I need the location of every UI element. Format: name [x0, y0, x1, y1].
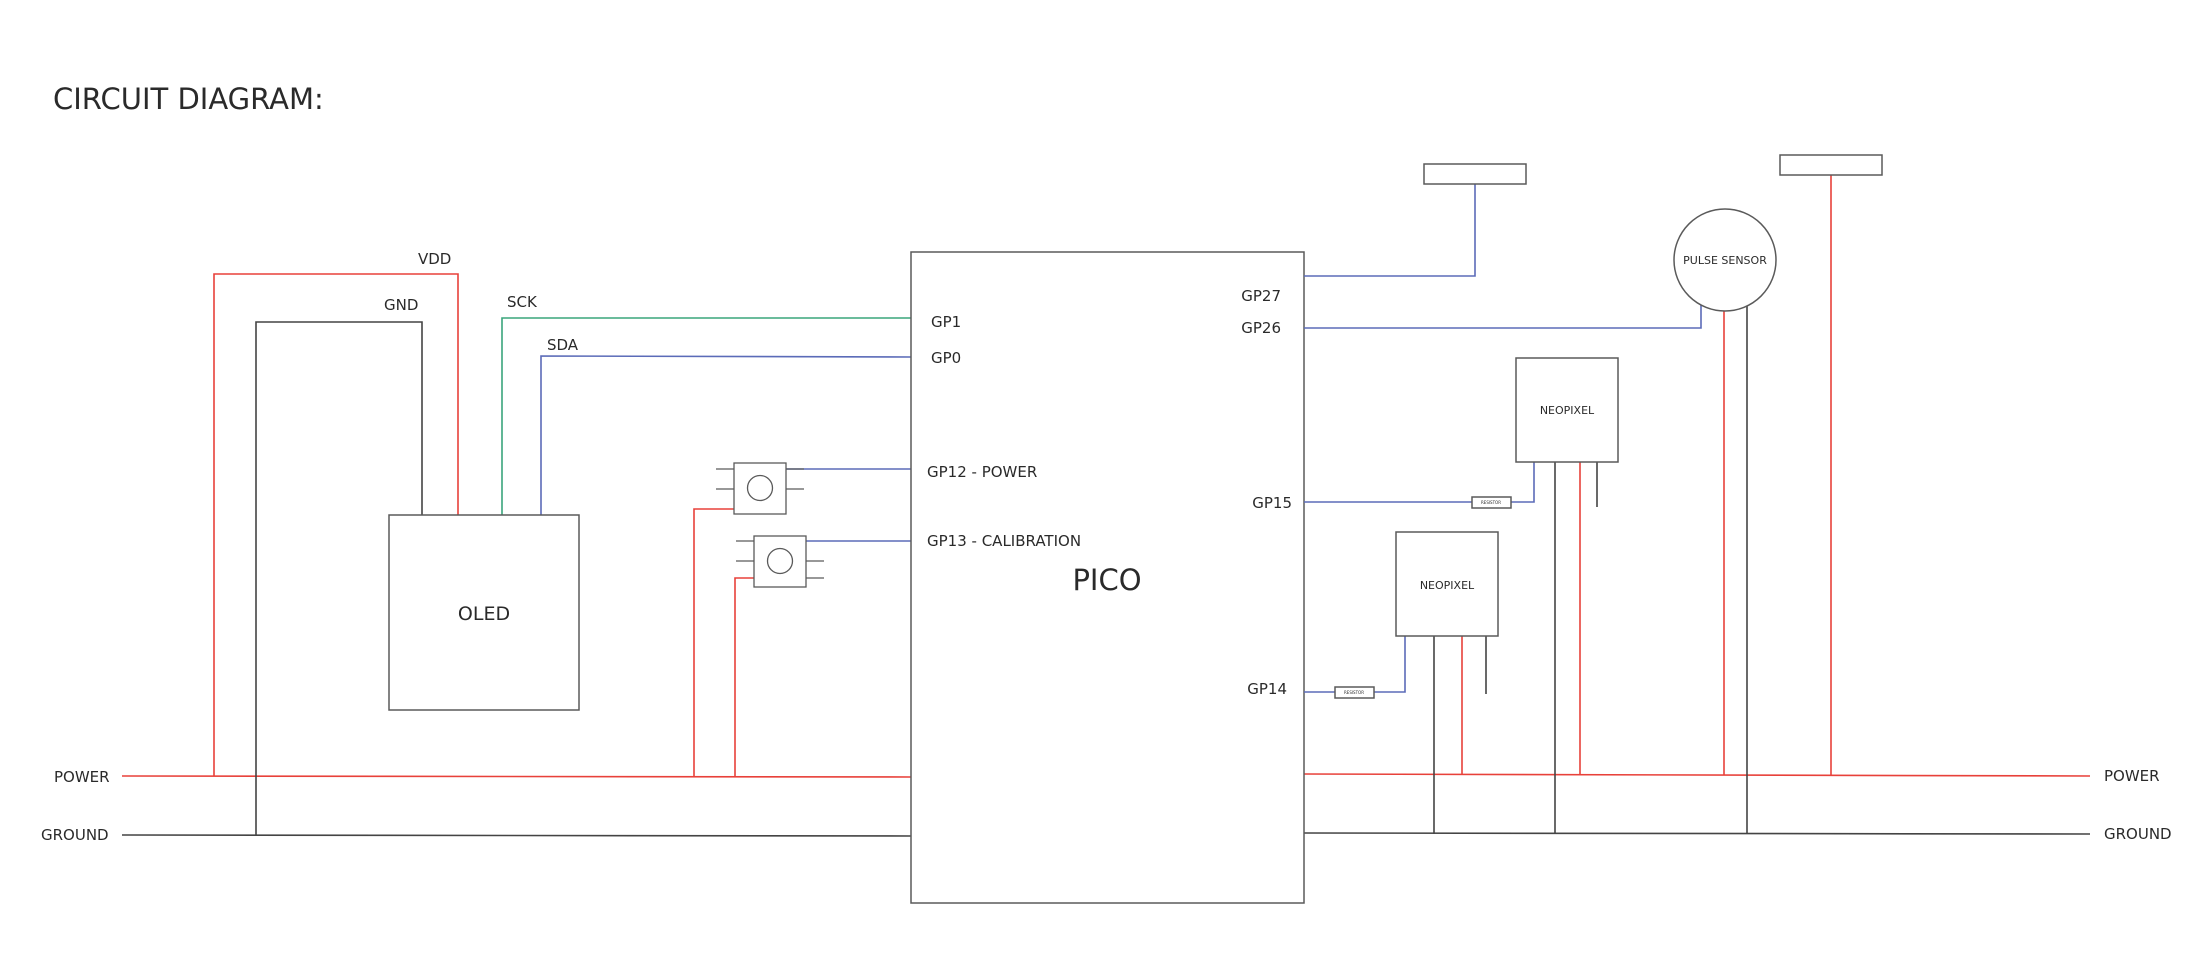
- resistor-2: RESISTOR: [1334, 686, 1375, 699]
- neopixel-2-label: NEOPIXEL: [1420, 579, 1475, 592]
- power-rail-left: [121, 775, 912, 778]
- gp26-wire: [1304, 304, 1702, 329]
- power-rail-right-label: POWER: [2104, 767, 2160, 785]
- pulse-sensor-label: PULSE SENSOR: [1683, 254, 1767, 267]
- ground-rail-left-label: GROUND: [41, 826, 109, 844]
- resistor-1-label: RESISTOR: [1481, 500, 1501, 505]
- power-rail-left-label: POWER: [54, 768, 110, 786]
- neopixel-1: NEOPIXEL: [1515, 357, 1619, 463]
- push-button-icon: [736, 535, 824, 588]
- pico-pin-gp0: GP0: [931, 349, 961, 367]
- oled-module: OLED: [388, 514, 580, 711]
- oled-sck-wire: [501, 317, 911, 515]
- gp14-wire: [1304, 636, 1406, 693]
- neopixel-2: NEOPIXEL: [1395, 531, 1499, 637]
- page-title: CIRCUIT DIAGRAM:: [53, 82, 324, 116]
- oled-vdd-wire: [213, 273, 459, 776]
- oled-label: OLED: [458, 603, 510, 625]
- oled-gnd-wire: [255, 321, 423, 835]
- ground-rail-right-label: GROUND: [2104, 825, 2172, 843]
- pico-pin-gp27: GP27: [1241, 287, 1281, 305]
- connector-pad-2: [1779, 154, 1883, 176]
- gp27-wire: [1304, 184, 1476, 277]
- calibration-button[interactable]: [736, 535, 824, 588]
- ground-rail-left: [121, 834, 912, 837]
- pico-pin-gp12: GP12 - POWER: [927, 463, 1037, 481]
- pico-pin-gp13: GP13 - CALIBRATION: [927, 532, 1081, 550]
- ground-rail-right: [1302, 832, 2091, 835]
- gp15-wire: [1304, 462, 1535, 503]
- neopixel-1-label: NEOPIXEL: [1540, 404, 1595, 417]
- power-rail-right: [1302, 773, 2091, 777]
- power-button[interactable]: [716, 462, 804, 515]
- oled-sck-label: SCK: [507, 293, 538, 311]
- resistor-2-label: RESISTOR: [1344, 690, 1364, 695]
- pico-pin-gp26: GP26: [1241, 319, 1281, 337]
- resistor-1: RESISTOR: [1471, 496, 1512, 509]
- pico-board: PICO GP1 GP0 GP12 - POWER GP13 - CALIBRA…: [910, 251, 1305, 904]
- push-button-icon: [716, 462, 804, 515]
- pulse-sensor: PULSE SENSOR: [1673, 208, 1777, 312]
- oled-vdd-label: VDD: [418, 250, 451, 268]
- pico-pin-gp15: GP15: [1252, 494, 1292, 512]
- oled-gnd-label: GND: [384, 296, 418, 314]
- pico-pin-gp1: GP1: [931, 313, 961, 331]
- pico-pin-gp14: GP14: [1247, 680, 1287, 698]
- oled-sda-wire: [540, 355, 912, 515]
- pico-label: PICO: [1072, 563, 1141, 597]
- calibration-button-power-wire: [734, 577, 754, 776]
- connector-pad-1: [1423, 163, 1527, 185]
- oled-sda-label: SDA: [547, 336, 579, 354]
- power-button-power-wire: [693, 508, 734, 776]
